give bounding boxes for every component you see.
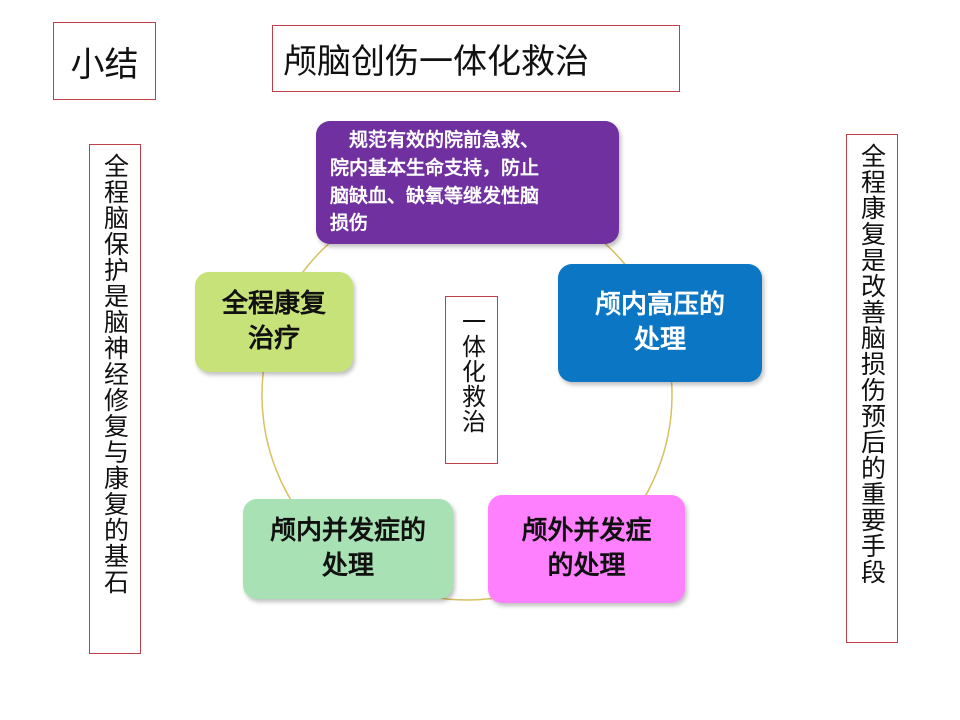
center-label-box: 一体化救治 — [445, 296, 498, 464]
right-note-text: 全程康复是改善脑损伤预后的重要手段 — [857, 143, 887, 585]
cycle-node-extracranial-complications-text: 颅外并发症 的处理 — [521, 515, 652, 581]
page-title: 颅脑创伤一体化救治 — [283, 42, 589, 82]
right-note-box: 全程康复是改善脑损伤预后的重要手段 — [846, 134, 898, 643]
cycle-node-rehabilitation-text: 全程康复 治疗 — [221, 288, 326, 354]
cycle-node-rehabilitation: 全程康复 治疗 — [195, 272, 353, 372]
left-note-box: 全程脑保护是脑神经修复与康复的基石 — [89, 144, 141, 654]
title-box: 颅脑创伤一体化救治 — [272, 25, 680, 92]
cycle-node-extracranial-complications: 颅外并发症 的处理 — [488, 495, 685, 603]
summary-label-box: 小结 — [53, 22, 156, 100]
cycle-node-prehospital-care-text: 规范有效的院前急救、 院内基本生命支持，防止 脑缺血、缺氧等继发性脑 损伤 — [330, 129, 540, 235]
left-note-text: 全程脑保护是脑神经修复与康复的基石 — [100, 153, 130, 595]
cycle-node-intracranial-complications-text: 颅内并发症的 处理 — [269, 515, 426, 581]
summary-label: 小结 — [70, 44, 139, 85]
cycle-node-intracranial-hypertension: 颅内高压的 处理 — [558, 264, 762, 382]
cycle-node-prehospital-care: 规范有效的院前急救、 院内基本生命支持，防止 脑缺血、缺氧等继发性脑 损伤 — [316, 121, 619, 244]
cycle-node-intracranial-hypertension-text: 颅内高压的 处理 — [594, 289, 725, 355]
center-label-text: 一体化救治 — [457, 309, 486, 434]
cycle-node-intracranial-complications: 颅内并发症的 处理 — [243, 499, 453, 599]
